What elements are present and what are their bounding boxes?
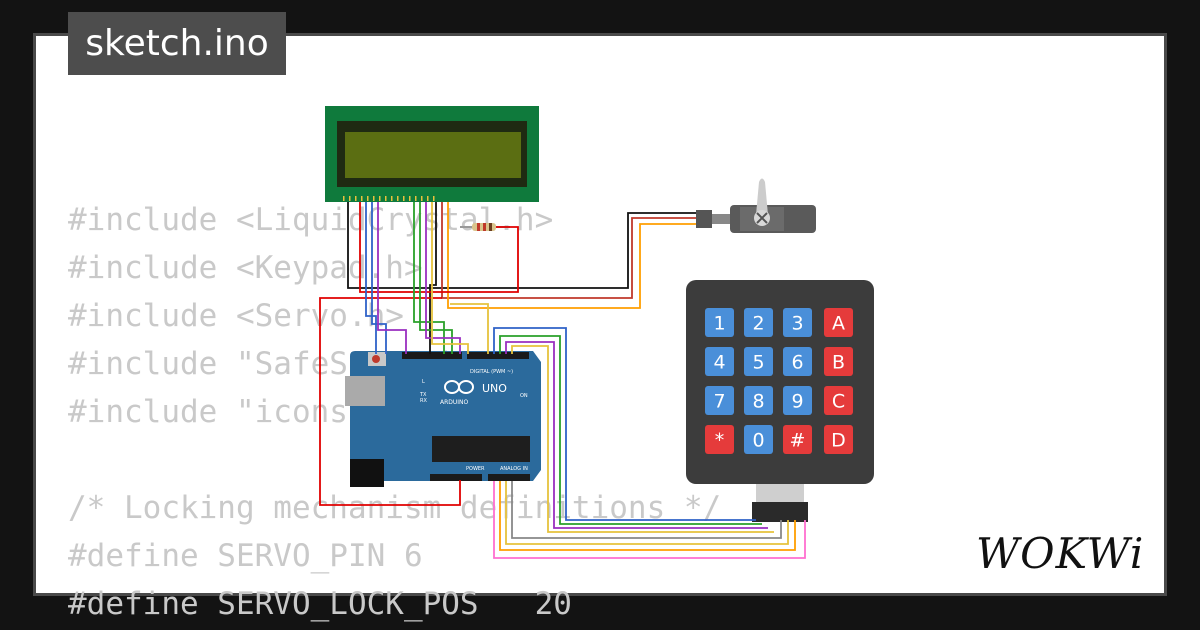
svg-text:WOKWi: WOKWi — [976, 529, 1144, 578]
rx-label: RX — [420, 398, 427, 404]
tx-label: TX — [419, 392, 427, 398]
keypad-key-label: 3 — [791, 313, 803, 335]
keypad-key-label: 1 — [713, 313, 725, 335]
keypad-keys: 1 2 3 A 4 5 6 B 7 8 9 C * 0 # D — [705, 308, 853, 454]
keypad-key-label: 7 — [713, 391, 725, 413]
keypad-key-label: 2 — [752, 313, 764, 335]
project-preview-card: #include <LiquidCrystal.h> #include <Key… — [33, 33, 1167, 622]
wires — [319, 202, 806, 559]
keypad-key-label: * — [715, 430, 725, 452]
keypad-key-1[interactable]: 1 — [705, 308, 734, 337]
arduino-uno[interactable]: UNO ARDUINO DIGITAL (PWM ~) ANALOG IN PO… — [345, 351, 541, 487]
digital-header-label: DIGITAL (PWM ~) — [470, 369, 513, 375]
keypad-key-5[interactable]: 5 — [744, 347, 773, 376]
servo-motor[interactable] — [696, 178, 816, 234]
keypad-key-9[interactable]: 9 — [783, 386, 812, 415]
code-line: /* Locking mechanism definitions */ — [68, 490, 722, 526]
arduino-model-label: UNO — [482, 382, 507, 395]
keypad-key-2[interactable]: 2 — [744, 308, 773, 337]
code-line: #include <Keypad.h> — [68, 250, 423, 286]
keypad-key-D[interactable]: D — [824, 425, 853, 454]
keypad-key-label: 8 — [752, 391, 764, 413]
keypad-key-#[interactable]: # — [783, 425, 812, 454]
code-line: #define SERVO_LOCK_POS 20 — [68, 586, 572, 622]
code-editor-backdrop: #include <LiquidCrystal.h> #include <Key… — [68, 196, 721, 628]
on-led-label: ON — [520, 393, 528, 399]
keypad-key-label: # — [790, 430, 806, 452]
file-tab-sketch[interactable]: sketch.ino — [68, 12, 286, 75]
code-line: #include <LiquidCrystal.h> — [68, 202, 554, 238]
wokwi-logo: WOKWi — [976, 529, 1144, 578]
keypad-key-label: B — [832, 352, 845, 374]
keypad-key-7[interactable]: 7 — [705, 386, 734, 415]
keypad-key-B[interactable]: B — [824, 347, 853, 376]
power-header-label: POWER — [466, 466, 485, 472]
keypad-key-3[interactable]: 3 — [783, 308, 812, 337]
code-line: #define SERVO_PIN 6 — [68, 538, 423, 574]
keypad-key-*[interactable]: * — [705, 425, 734, 454]
keypad-key-label: 4 — [713, 352, 725, 374]
keypad-key-label: 6 — [791, 352, 803, 374]
analog-header-label: ANALOG IN — [500, 466, 528, 472]
l-led-label: L — [422, 379, 425, 385]
arduino-brand-label: ARDUINO — [440, 399, 469, 406]
lcd-display[interactable] — [325, 106, 539, 202]
keypad-key-C[interactable]: C — [824, 386, 853, 415]
keypad-key-label: 0 — [752, 430, 764, 452]
keypad-key-0[interactable]: 0 — [744, 425, 773, 454]
keypad-key-label: 9 — [791, 391, 803, 413]
keypad-key-A[interactable]: A — [824, 308, 853, 337]
keypad-key-6[interactable]: 6 — [783, 347, 812, 376]
keypad-key-label: 5 — [752, 352, 764, 374]
keypad-key-label: C — [832, 391, 845, 413]
keypad-key-4[interactable]: 4 — [705, 347, 734, 376]
keypad-key-8[interactable]: 8 — [744, 386, 773, 415]
lcd-screen — [345, 132, 521, 178]
keypad-key-label: A — [832, 313, 845, 335]
keypad-key-label: D — [831, 430, 846, 452]
